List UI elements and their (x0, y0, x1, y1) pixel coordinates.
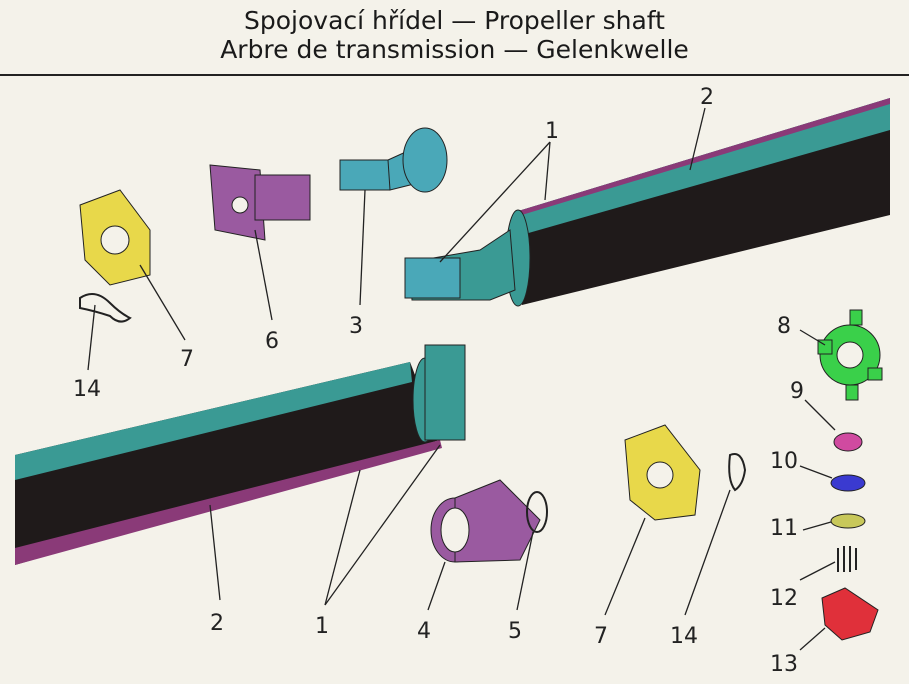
washer-part-10 (830, 474, 866, 492)
title-line-1: Spojovací hřídel — Propeller shaft (244, 6, 665, 35)
lower-shaft (15, 344, 466, 565)
callout-7-top: 7 (180, 347, 194, 372)
stub-shaft-part-3 (339, 127, 448, 193)
flange-part-6 (209, 164, 311, 241)
callout-14-bottom: 14 (670, 624, 698, 649)
sleeve-part-4 (430, 479, 541, 563)
joint-part-7-top (79, 189, 151, 286)
clip-part-14-top (79, 293, 132, 323)
ring-part-11 (830, 513, 866, 529)
callout-7-bottom: 7 (594, 624, 608, 649)
callout-14-top: 14 (73, 377, 101, 402)
callout-1-bottom: 1 (315, 614, 329, 639)
callout-8: 8 (777, 314, 791, 339)
leader-lines (87, 107, 836, 651)
callout-12: 12 (770, 586, 798, 611)
key-part-13 (821, 587, 879, 641)
callout-13: 13 (770, 652, 798, 677)
callout-2-bottom: 2 (210, 611, 224, 636)
clip-part-14-bottom (728, 453, 747, 492)
pins-part-12 (837, 546, 857, 572)
callout-6: 6 (265, 329, 279, 354)
title-divider (0, 74, 909, 76)
callout-5: 5 (508, 619, 522, 644)
bush-part-9 (833, 432, 863, 452)
callout-10: 10 (770, 449, 798, 474)
ring-part-5 (526, 491, 548, 533)
callout-3: 3 (349, 314, 363, 339)
joint-part-7-bottom (624, 424, 701, 521)
callout-2-top: 2 (700, 85, 714, 110)
callout-1-top: 1 (545, 119, 559, 144)
title-line-2: Arbre de transmission — Gelenkwelle (220, 35, 689, 64)
callout-11: 11 (770, 516, 798, 541)
cross-part-8 (817, 309, 883, 401)
upper-shaft (404, 98, 890, 307)
callout-4: 4 (417, 619, 431, 644)
callout-9: 9 (790, 379, 804, 404)
